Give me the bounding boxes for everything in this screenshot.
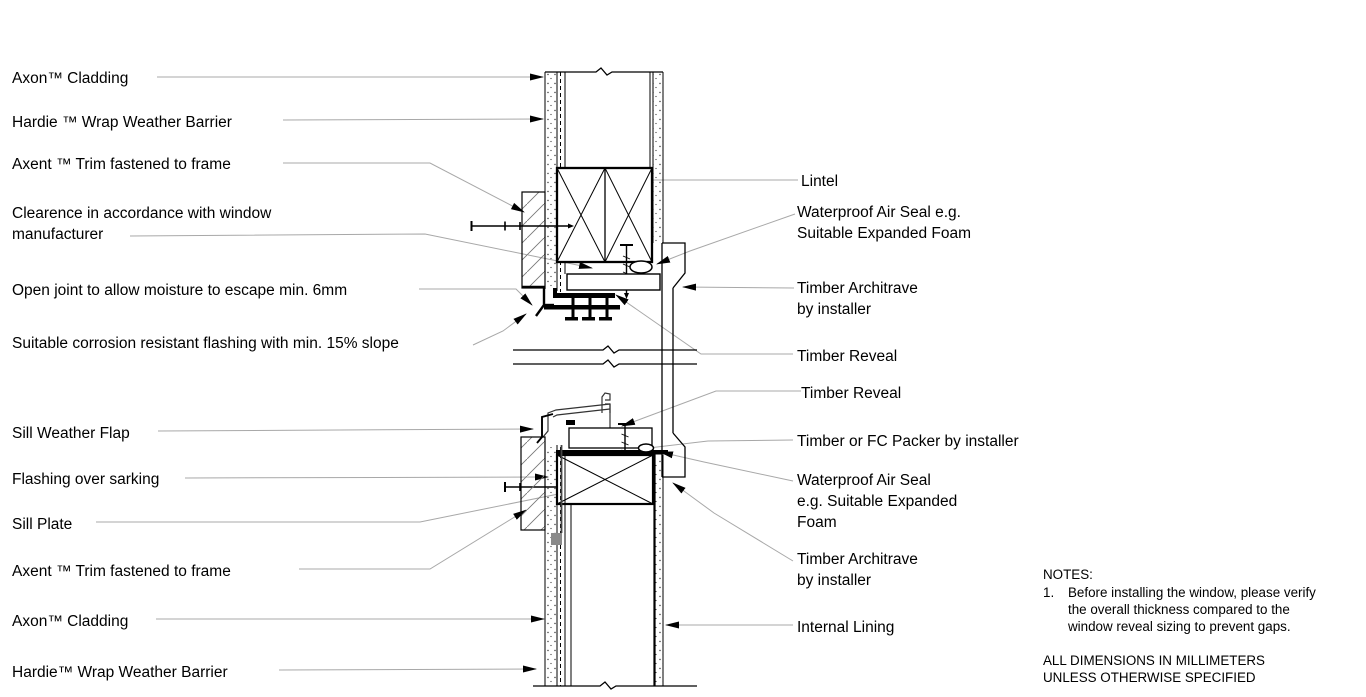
label-hardie-wrap-sill: Hardie™ Wrap Weather Barrier [12,664,228,681]
label-clearance: Clearence in accordance with window manu… [12,205,272,243]
label-sill-weather-flap: Sill Weather Flap [12,425,130,442]
dimensions-note: ALL DIMENSIONS IN MILLIMETERS UNLESS OTH… [1043,653,1265,685]
air-seal-sill-foam [637,443,655,453]
label-architrave-sill: Timber Architrave by installer [797,551,918,589]
notes-heading: NOTES: [1043,567,1093,582]
label-timber-reveal-sill: Timber Reveal [801,385,902,402]
head-flashing [522,285,546,317]
label-axon-cladding-head: Axon™ Cladding [12,70,129,87]
label-timber-reveal-head: Timber Reveal [797,348,898,365]
sarking-cap [551,533,562,545]
note-item-number: 1. [1043,585,1055,600]
air-seal-head-foam [629,260,653,274]
timber-reveal-sill-board [568,427,653,449]
break-lines [513,345,697,368]
window-sill-frame [536,392,611,447]
lining-stipple-head [653,72,663,243]
label-lintel: Lintel [801,173,839,190]
label-hardie-wrap-head: Hardie ™ Wrap Weather Barrier [12,114,232,131]
leader-lines [96,73,801,673]
label-flashing-over-sarking: Flashing over sarking [12,471,160,488]
axent-trim-sill-block [520,436,546,531]
label-axent-trim-head: Axent ™ Trim fastened to frame [12,156,231,173]
label-sill-plate: Sill Plate [12,516,73,533]
head-fasteners [470,221,633,299]
cladding-stipple-sill [545,447,557,686]
sill-wall [533,443,697,690]
notes-block: NOTES: 1. Before installing the window, … [1043,566,1355,686]
cladding-stipple-head [545,72,557,289]
label-architrave-head: Timber Architrave by installer [797,280,918,318]
lintel [555,166,654,264]
window-head-frame [522,285,620,321]
packer-bar [556,450,668,455]
label-axent-trim-sill: Axent ™ Trim fastened to frame [12,563,231,580]
timber-reveal-head-board [566,273,661,291]
note-item-text: Before installing the window, please ver… [1068,585,1316,634]
label-internal-lining: Internal Lining [797,619,895,636]
label-corrosion-flashing: Suitable corrosion resistant flashing wi… [12,335,399,352]
note-item-1: 1. Before installing the window, please … [1043,584,1355,635]
label-open-joint: Open joint to allow moisture to escape m… [12,282,348,299]
axent-trim-head-block [521,191,546,289]
label-packer: Timber or FC Packer by installer [797,433,1019,450]
label-axon-cladding-sill: Axon™ Cladding [12,613,129,630]
lining-stipple-sill [655,460,663,686]
label-air-seal-head: Waterproof Air Seal e.g. Suitable Expand… [797,204,972,242]
sill-plate [555,453,655,506]
architrave-jamb [661,242,686,478]
label-air-seal-sill: Waterproof Air Seal e.g. Suitable Expand… [797,472,958,531]
